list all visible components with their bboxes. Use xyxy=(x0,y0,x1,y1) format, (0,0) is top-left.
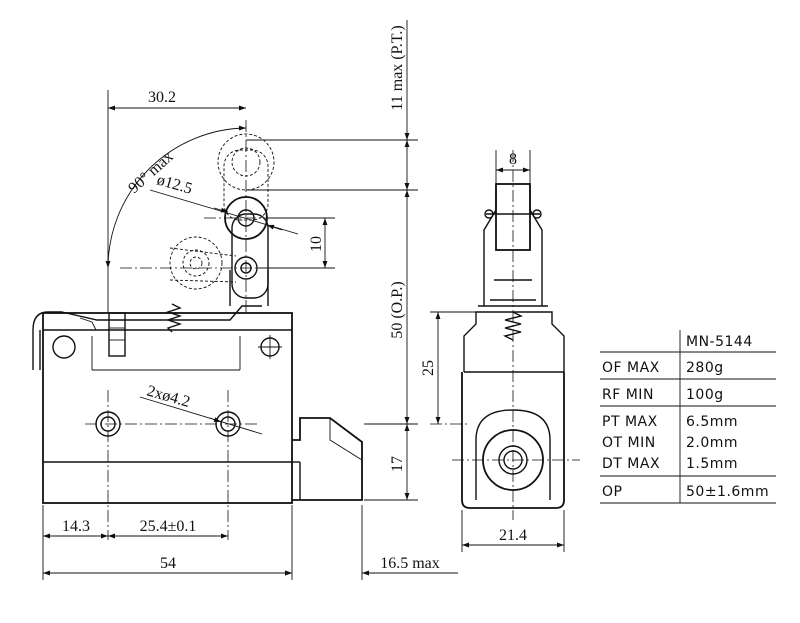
dim-10: 10 xyxy=(308,236,325,252)
lever-arm xyxy=(61,305,262,321)
spec-label-ot: OT MIN xyxy=(602,435,656,451)
lever-spring xyxy=(165,303,183,333)
dim-roller-dia: ø12.5 xyxy=(155,172,194,198)
roller-lever xyxy=(231,213,269,299)
spec-value-ot: 2.0mm xyxy=(686,435,738,451)
spec-table xyxy=(600,330,776,504)
front-view xyxy=(32,120,363,540)
side-dimensions xyxy=(430,150,565,552)
spec-label-dt: DT MAX xyxy=(602,456,660,472)
dim-21-4: 21.4 xyxy=(499,527,527,544)
dim-16-5-max: 16.5 max xyxy=(380,555,440,572)
spec-label-pt: PT MAX xyxy=(602,414,658,430)
spec-label-of: OF MAX xyxy=(602,360,660,376)
side-yoke-right xyxy=(529,190,543,306)
spec-value-op: 50±1.6mm xyxy=(686,484,769,500)
side-view xyxy=(430,150,580,520)
lever-bracket xyxy=(32,311,62,370)
dim-50-op: 50 (O.P.) xyxy=(389,281,406,338)
spec-value-pt: 6.5mm xyxy=(686,414,738,430)
pivot-hole xyxy=(52,335,76,359)
side-yoke-left xyxy=(483,190,497,306)
dim-17: 17 xyxy=(389,456,406,472)
dim-25-4: 25.4±0.1 xyxy=(140,518,197,535)
front-dimensions xyxy=(42,20,458,580)
dim-30-2: 30.2 xyxy=(148,89,176,106)
spec-value-dt: 1.5mm xyxy=(686,456,738,472)
spec-model: MN-5144 xyxy=(686,334,753,350)
roller-arm xyxy=(229,270,269,306)
dim-54: 54 xyxy=(160,555,176,572)
switch-body-outline xyxy=(42,312,293,504)
dim-8: 8 xyxy=(509,151,517,168)
dim-25: 25 xyxy=(420,360,437,376)
conduit-block xyxy=(292,417,363,501)
side-body xyxy=(461,372,565,509)
dim-11-max: 11 max (P.T.) xyxy=(389,25,406,110)
spec-label-op: OP xyxy=(602,484,622,500)
dim-holes-dia: 2xø4.2 xyxy=(145,383,192,411)
dim-14-3: 14.3 xyxy=(62,518,90,535)
plunger xyxy=(108,312,126,357)
spec-label-rf: RF MIN xyxy=(602,387,654,403)
spec-value-of: 280g xyxy=(686,360,724,376)
spec-value-rf: 100g xyxy=(686,387,724,403)
roller-phantom-left xyxy=(169,236,237,290)
